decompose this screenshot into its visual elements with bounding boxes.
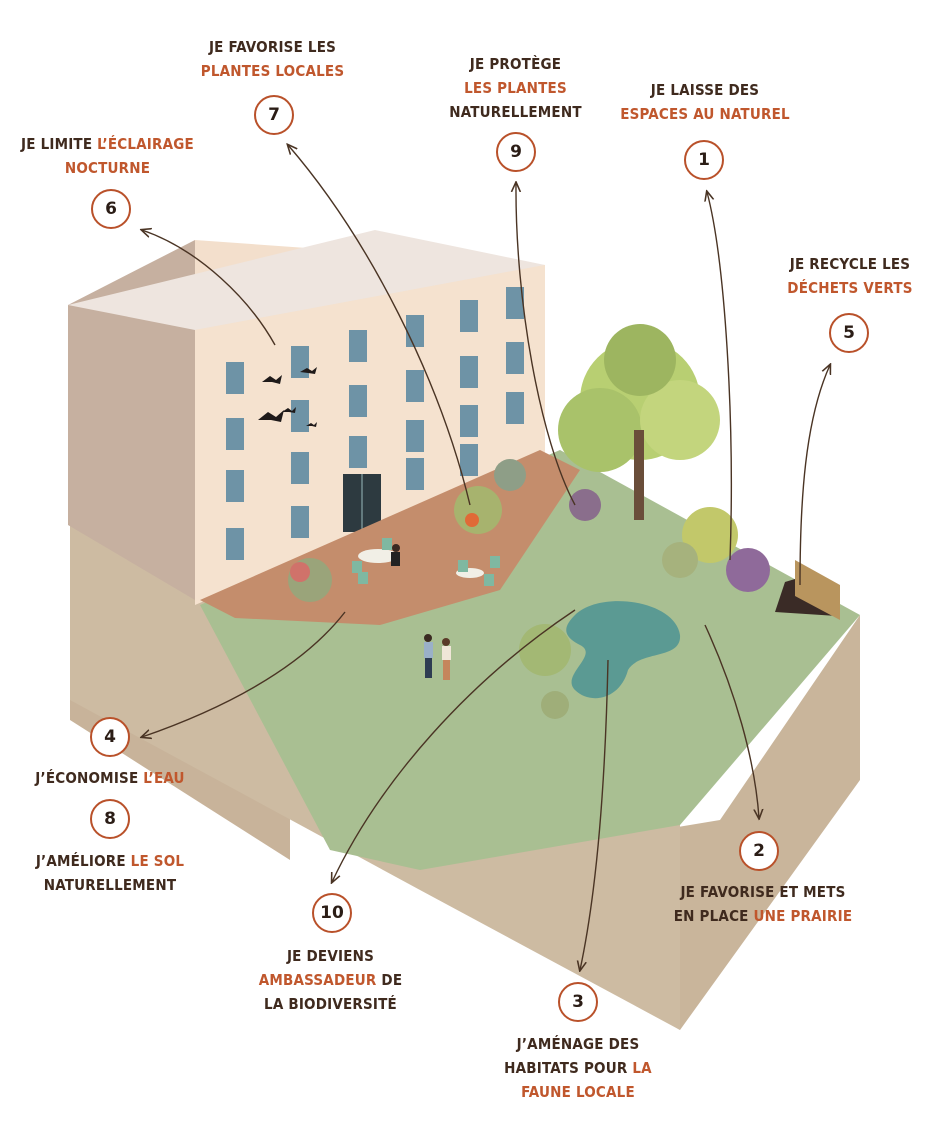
label-9: JE PROTÈGE LES PLANTES NATURELLEMENT [418, 52, 613, 124]
building-left-wall [68, 240, 195, 600]
label-text: L’EAU [143, 769, 185, 787]
label-text: ESPACES AU NATUREL [620, 105, 790, 123]
arrow-3 [580, 659, 609, 970]
label-text: UNE PRAIRIE [753, 907, 853, 925]
label-text: J’ÉCONOMISE [35, 769, 144, 787]
label-1: JE LAISSE DES ESPACES AU NATUREL [600, 78, 810, 126]
label-2: JE FAVORISE ET METS EN PLACE UNE PRAIRIE [648, 880, 878, 928]
vegetation [288, 324, 840, 719]
label-text: J’AMÉLIORE [35, 852, 131, 870]
pond [566, 601, 681, 699]
label-text: JE FAVORISE ET METS [680, 883, 846, 901]
label-text: LA BIODIVERSITÉ [264, 995, 397, 1013]
badge-4: 4 [90, 717, 130, 757]
badge-5: 5 [829, 313, 869, 353]
badge-1: 1 [684, 140, 724, 180]
arrow-10 [332, 609, 576, 882]
arrow-9 [516, 183, 576, 506]
label-text: JE FAVORISE LES [208, 38, 337, 56]
label-4: J’ÉCONOMISE L’EAU [0, 766, 220, 790]
label-text: L’ÉCLAIRAGE [97, 135, 194, 153]
label-text: DÉCHETS VERTS [787, 279, 913, 297]
building-facade [195, 265, 545, 605]
label-text: EN PLACE [673, 907, 754, 925]
badge-8: 8 [90, 799, 130, 839]
badge-9: 9 [496, 132, 536, 172]
badge-7: 7 [254, 95, 294, 135]
building-windows [226, 287, 524, 560]
label-text: JE PROTÈGE [469, 55, 562, 73]
arrow-2 [704, 624, 759, 818]
label-text: HABITATS POUR [504, 1059, 633, 1077]
label-3: J’AMÉNAGE DES HABITATS POUR LA FAUNE LOCAL… [488, 1032, 668, 1104]
bats [258, 367, 317, 427]
callout-arrows [142, 145, 830, 970]
badge-6: 6 [91, 189, 131, 229]
label-text: J’AMÉNAGE DES [516, 1035, 640, 1053]
label-text: LES PLANTES [464, 79, 567, 97]
label-10: JE DEVIENS AMBASSADEUR DE LA BIODIVERSITÉ [228, 944, 433, 1016]
label-text: LE SOL [130, 852, 185, 870]
badge-3: 3 [558, 982, 598, 1022]
label-text: NOCTURNE [64, 159, 151, 177]
label-8: J’AMÉLIORE LE SOL NATURELLEMENT [0, 849, 220, 897]
label-text: NATURELLEMENT [449, 103, 582, 121]
arrow-1 [707, 192, 732, 561]
label-text: DE [376, 971, 403, 989]
label-text: NATURELLEMENT [43, 876, 177, 894]
label-text: JE RECYCLE LES [789, 255, 911, 273]
label-text: JE LIMITE [21, 135, 98, 153]
arrow-6 [142, 230, 276, 346]
label-text: JE LAISSE DES [650, 81, 760, 99]
label-6: JE LIMITE L’ÉCLAIRAGE NOCTURNE [0, 132, 215, 180]
label-text: AMBASSADEUR [258, 971, 377, 989]
building-roof [68, 230, 545, 330]
arrow-7 [288, 145, 471, 506]
label-5: JE RECYCLE LES DÉCHETS VERTS [760, 252, 940, 300]
label-text: FAUNE LOCALE [521, 1083, 635, 1101]
label-text: JE DEVIENS [286, 947, 375, 965]
label-text: LA [632, 1059, 652, 1077]
badge-2: 2 [739, 831, 779, 871]
label-text: PLANTES LOCALES [200, 62, 345, 80]
arrow-5 [799, 365, 830, 586]
arrow-4 [142, 611, 346, 737]
label-7: JE FAVORISE LES PLANTES LOCALES [170, 35, 375, 83]
badge-10: 10 [312, 893, 352, 933]
